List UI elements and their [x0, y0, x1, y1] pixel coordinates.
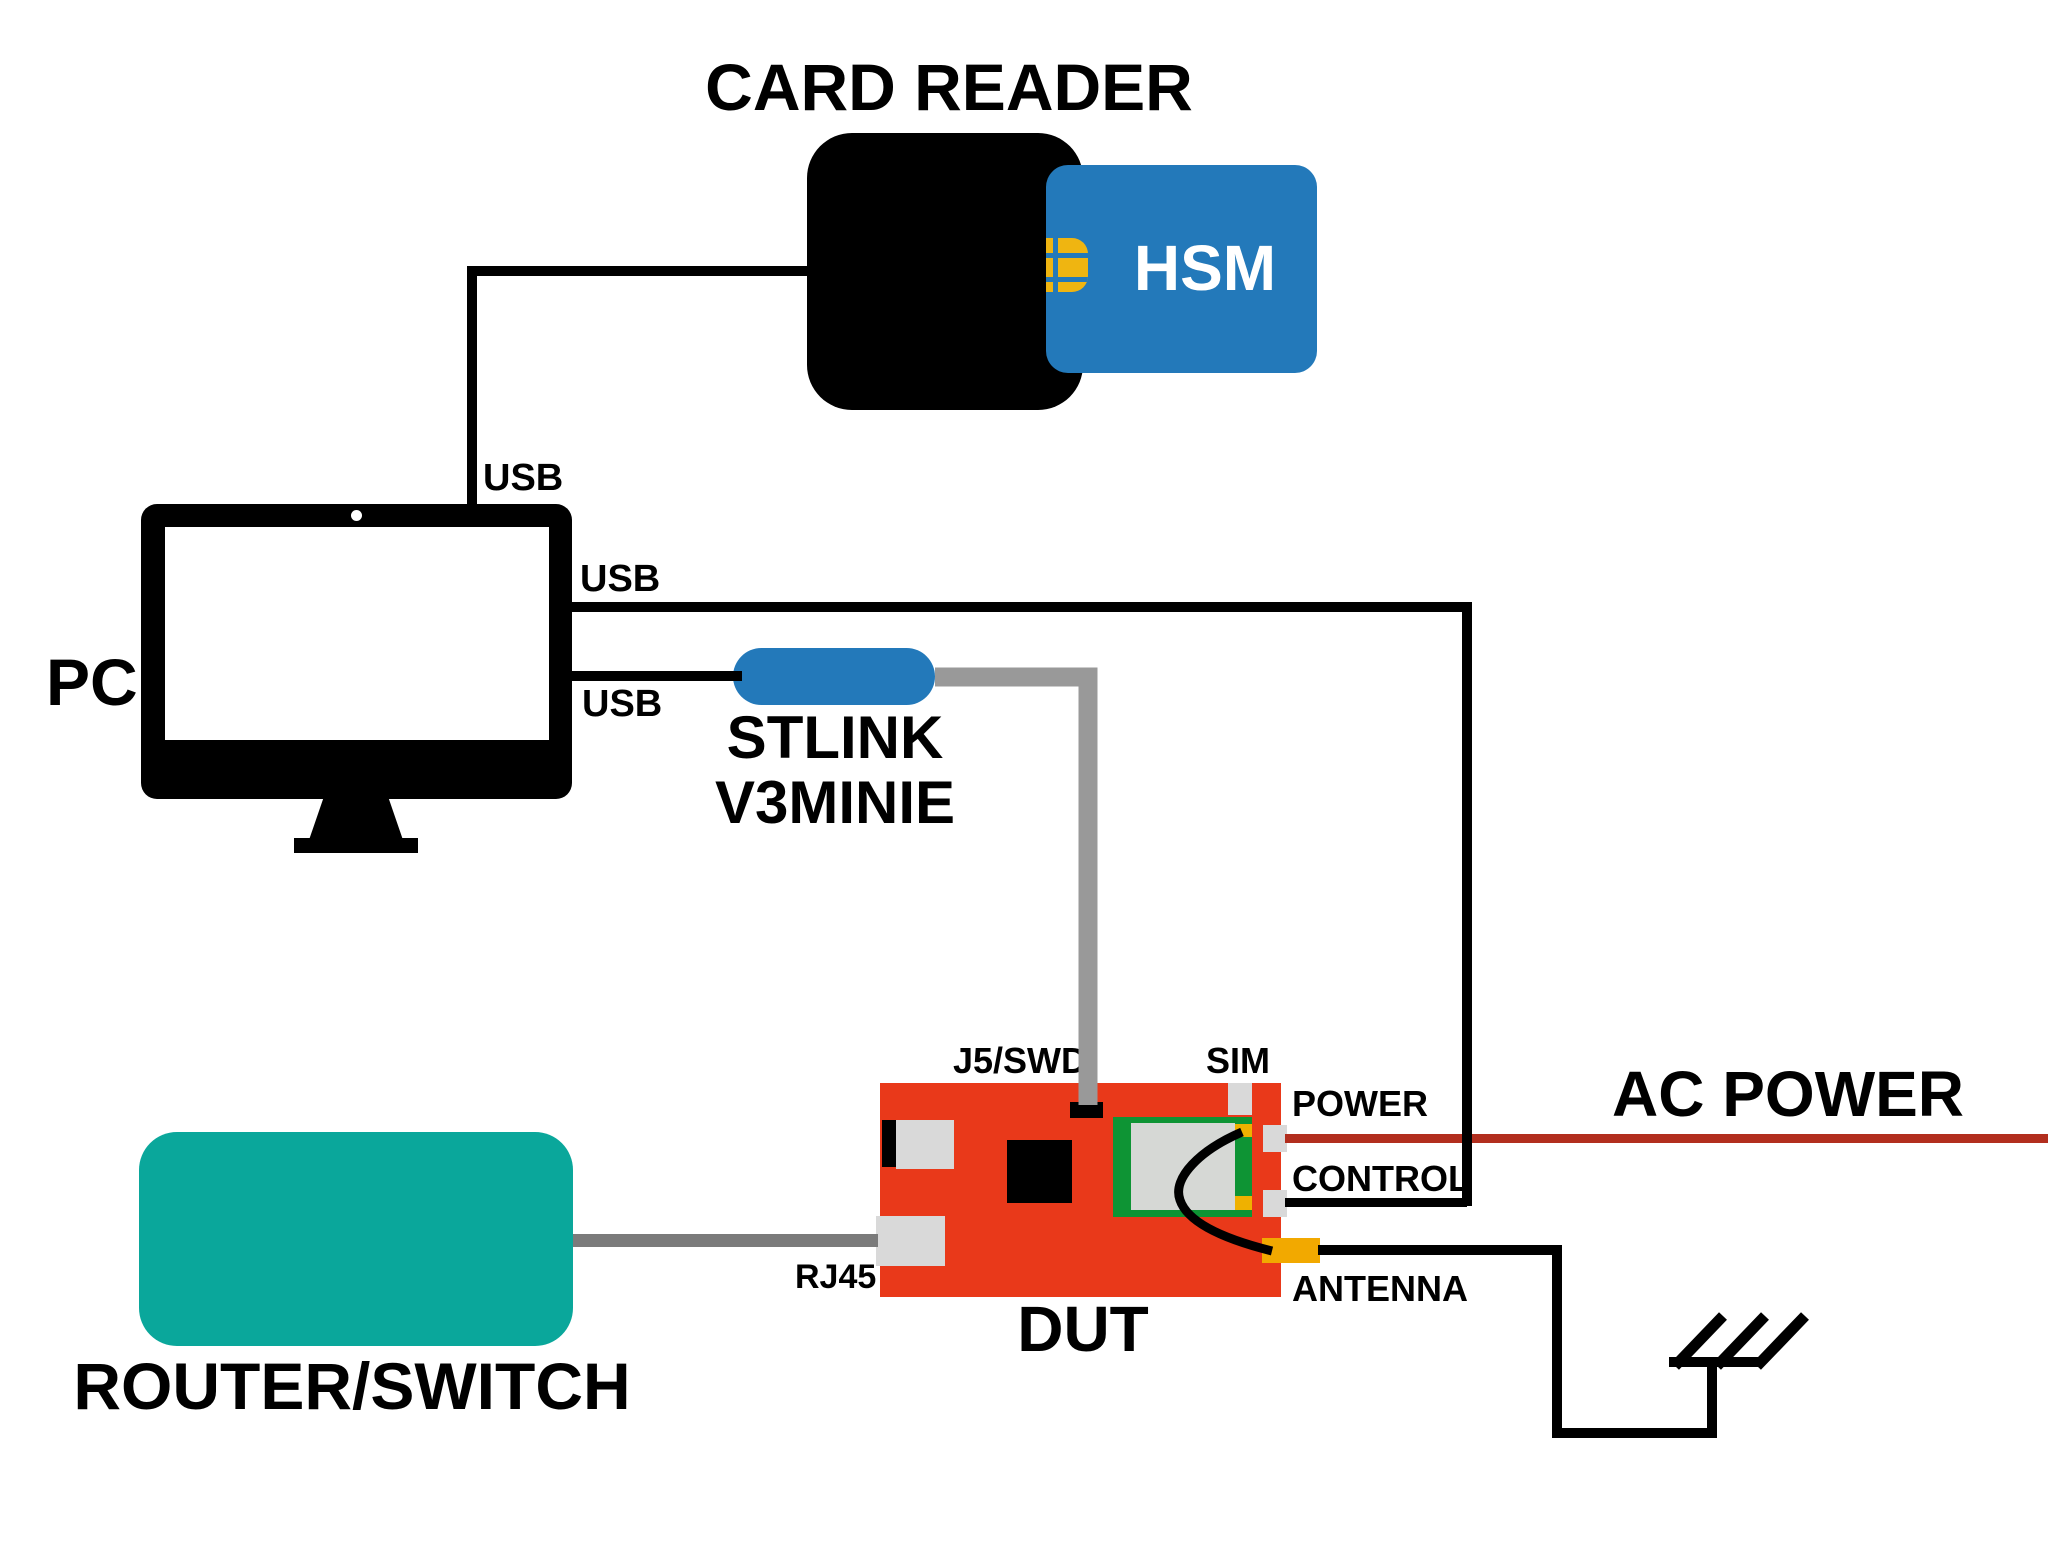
smartcard-chip-icon	[1046, 238, 1088, 292]
hsm-smartcard	[1046, 165, 1317, 373]
dut-mcu-chip	[1007, 1140, 1072, 1203]
wire-antenna-h2	[1552, 1428, 1717, 1438]
dut-module-pad-top	[1235, 1124, 1252, 1137]
dut-j5-swd-connector	[1070, 1102, 1103, 1118]
wire-ac-power	[1285, 1134, 2048, 1143]
dut-module-pad-bottom	[1235, 1196, 1252, 1210]
dut-antenna-connector	[1262, 1238, 1320, 1263]
usb-label-stlink: USB	[582, 683, 663, 725]
card-reader-body	[807, 133, 1083, 410]
pc-webcam-dot	[351, 510, 362, 521]
pc-monitor-stand	[309, 799, 403, 840]
stlink-label-line1: STLINK	[726, 704, 944, 771]
usb-label-card-reader: USB	[483, 457, 564, 499]
router-switch-body	[139, 1132, 573, 1346]
wire-control-stub	[1285, 1198, 1467, 1207]
wire-antenna-v2	[1707, 1360, 1717, 1435]
card-reader-title: CARD READER	[705, 50, 1193, 124]
wire-usb-cardreader-v	[467, 266, 477, 509]
pc-label: PC	[46, 645, 138, 719]
pc-monitor-stand-base	[294, 838, 418, 853]
dut-left-connector-slot	[882, 1120, 896, 1167]
hsm-card-label: HSM	[1133, 232, 1277, 304]
wire-antenna-v1	[1552, 1245, 1562, 1438]
dut-sim-connector	[1228, 1083, 1252, 1115]
control-label: CONTROL	[1292, 1158, 1470, 1199]
power-label: POWER	[1292, 1083, 1429, 1124]
dut-left-connector	[896, 1120, 954, 1169]
dut-power-connector	[1263, 1125, 1287, 1152]
wire-antenna-h1	[1318, 1245, 1562, 1255]
dut-control-connector	[1263, 1190, 1287, 1217]
dut-label: DUT	[1017, 1293, 1149, 1365]
stlink-probe-icon	[733, 648, 935, 705]
antenna-label: ANTENNA	[1292, 1268, 1468, 1309]
dut-rj45-connector	[876, 1216, 945, 1266]
ac-power-label: AC POWER	[1612, 1058, 1964, 1130]
wire-usb-stlink	[572, 671, 742, 681]
usb-label-dut-control: USB	[580, 558, 661, 600]
pc-monitor-screen	[165, 527, 549, 740]
stlink-label-line2: V3MINIE	[714, 769, 956, 836]
sim-label: SIM	[1206, 1040, 1271, 1081]
cable-ethernet	[573, 1234, 878, 1247]
router-switch-label: ROUTER/SWITCH	[73, 1349, 631, 1423]
wire-usb-cardreader-h	[467, 266, 812, 276]
rj45-label: RJ45	[795, 1258, 877, 1296]
dut-radio-module-shield	[1131, 1123, 1235, 1210]
wire-usb-control-v	[1462, 602, 1472, 1206]
wire-usb-control-h	[572, 602, 1467, 612]
antenna-symbol-icon	[1669, 1312, 1809, 1370]
j5-swd-label: J5/SWD	[953, 1040, 1088, 1081]
